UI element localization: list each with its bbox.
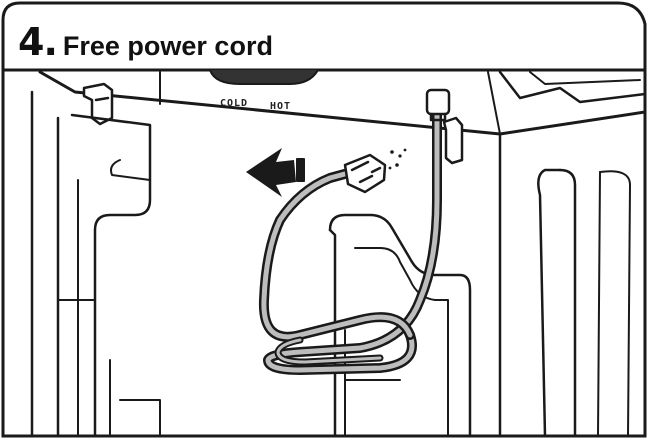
right-cabinet (558, 168, 577, 436)
washer-top-edge (38, 70, 645, 136)
motion-dots (388, 148, 407, 170)
power-plug-icon (343, 153, 387, 194)
faucet-knob (209, 69, 319, 85)
right-cord-clip (442, 116, 464, 165)
left-cabinet (30, 90, 60, 436)
step-number: 4. (18, 20, 58, 64)
power-cord (258, 105, 442, 375)
step-title: 4. Free power cord (18, 20, 273, 64)
step-heading: Free power cord (62, 31, 273, 61)
cold-label: COLD (220, 98, 249, 109)
hot-label: HOT (270, 101, 292, 112)
console-corner (498, 70, 645, 104)
arrow-left-icon (246, 148, 305, 197)
cord-end-socket (425, 88, 451, 122)
left-cord-clip (82, 82, 114, 126)
